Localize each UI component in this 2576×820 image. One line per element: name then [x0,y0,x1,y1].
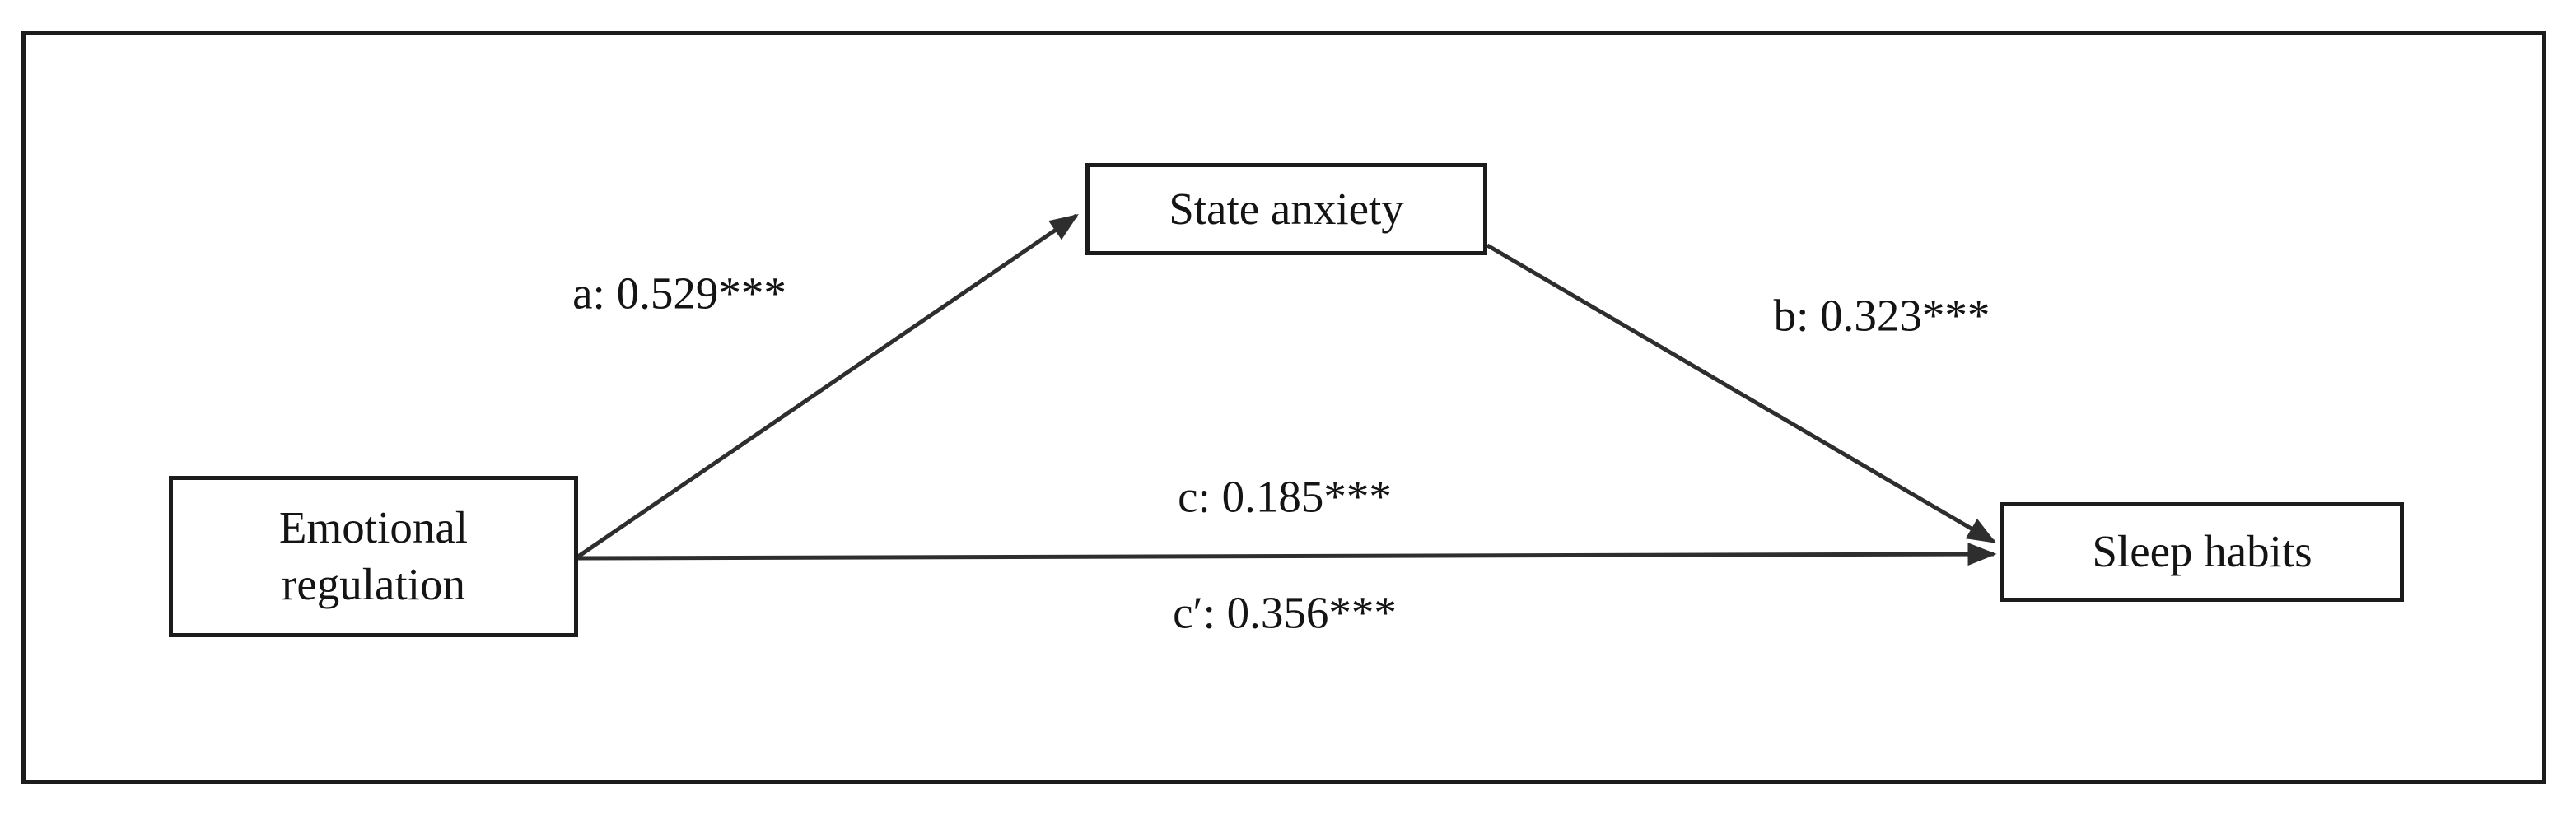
node-sleep-habits-label: Sleep habits [2092,526,2312,577]
node-state-anxiety-label: State anxiety [1169,183,1404,234]
path-c-arrow [577,543,1997,566]
path-c-prime-coefficient-label: c′: 0.356*** [1173,587,1397,638]
path-b-arrow [1486,243,1997,544]
node-sleep-habits: Sleep habits [2000,502,2404,602]
path-b-coefficient-label: b: 0.323*** [1773,290,1990,341]
path-a-coefficient-label: a: 0.529*** [572,268,786,319]
path-a-arrow [576,213,1079,559]
diagram-frame [21,31,2546,784]
path-c-coefficient-label: c: 0.185*** [1178,471,1392,522]
node-emotional-regulation: Emotional regulation [169,476,578,637]
node-emotional-regulation-label: Emotional regulation [278,502,469,609]
node-state-anxiety: State anxiety [1085,163,1487,255]
